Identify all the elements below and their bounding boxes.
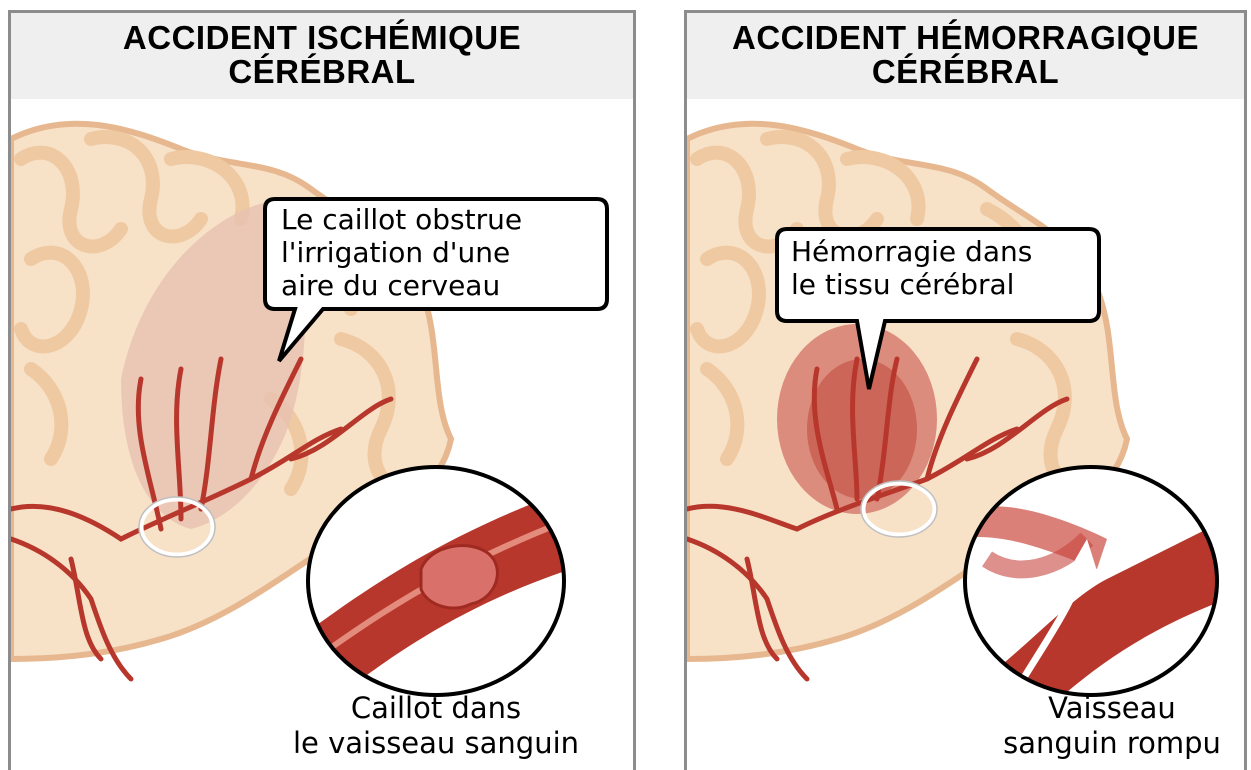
ischemic-stroke-panel: ACCIDENT ISCHÉMIQUE CÉRÉBRAL bbox=[8, 10, 636, 770]
callout-text: Le caillot obstrue l'irrigation d'une ai… bbox=[281, 203, 522, 302]
callout-line: Le caillot obstrue bbox=[281, 203, 522, 236]
caption-line: Caillot dans bbox=[271, 691, 601, 726]
panel-title-line1: ACCIDENT HÉMORRAGIQUE bbox=[687, 13, 1244, 55]
panel-header: ACCIDENT ISCHÉMIQUE CÉRÉBRAL bbox=[11, 13, 633, 99]
hemorrhagic-stroke-panel: ACCIDENT HÉMORRAGIQUE CÉRÉBRAL bbox=[684, 10, 1247, 770]
panel-title-line1: ACCIDENT ISCHÉMIQUE bbox=[11, 13, 633, 55]
callout-text: Hémorragie dans le tissu cérébral bbox=[791, 235, 1032, 301]
callout-line: le tissu cérébral bbox=[791, 268, 1032, 301]
panel-header: ACCIDENT HÉMORRAGIQUE CÉRÉBRAL bbox=[687, 13, 1244, 99]
panel-title-line2: CÉRÉBRAL bbox=[687, 55, 1244, 89]
callout-line: l'irrigation d'une bbox=[281, 236, 522, 269]
caption-line: le vaisseau sanguin bbox=[271, 726, 601, 761]
callout-line: Hémorragie dans bbox=[791, 235, 1032, 268]
caption: Vaisseau sanguin rompu bbox=[977, 691, 1247, 761]
panel-title-line2: CÉRÉBRAL bbox=[11, 55, 633, 89]
callout-line: aire du cerveau bbox=[281, 269, 522, 302]
caption-line: Vaisseau bbox=[977, 691, 1247, 726]
rupture-zoom-inset bbox=[957, 467, 1227, 729]
clot bbox=[421, 546, 497, 608]
hemorrhagic-brain-illustration bbox=[687, 99, 1244, 770]
caption: Caillot dans le vaisseau sanguin bbox=[271, 691, 601, 761]
caption-line: sanguin rompu bbox=[977, 726, 1247, 761]
